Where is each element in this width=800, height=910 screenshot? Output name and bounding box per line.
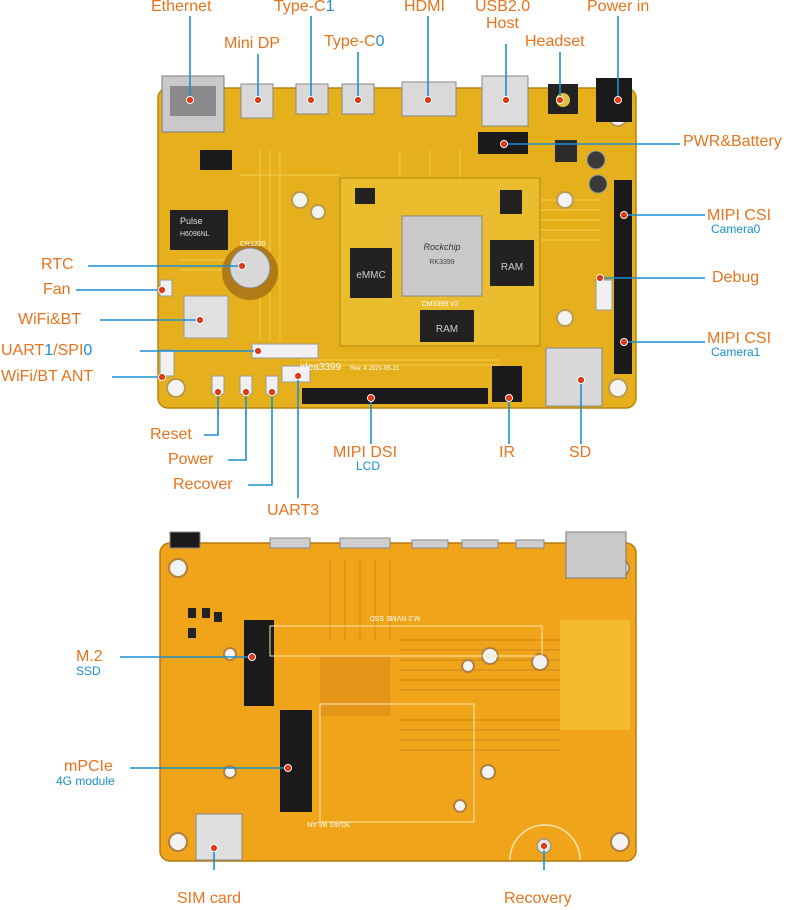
target-dots [158, 96, 628, 852]
label-uart-spi: UART1/SPI0 [1, 342, 93, 359]
label-ssd: SSD [76, 664, 101, 678]
label-mipi-csi-0: MIPI CSI [707, 207, 772, 224]
label-mini-dp: Mini DP [224, 35, 281, 52]
label-debug: Debug [712, 269, 760, 286]
soc-brand-text: Rockchip [423, 242, 460, 252]
label-wifi-bt-ant: WiFi/BT ANT [1, 368, 94, 385]
label-hdmi: HDMI [404, 0, 445, 15]
pulse-text: Pulse [180, 216, 203, 226]
top-board [157, 75, 637, 409]
pulse-part-text: H6096NL [180, 231, 210, 238]
wlan-text: 3G/4G WLAN [307, 820, 350, 827]
board-silkscreen: eMMC RAM RAM Rockchip RK3399 CM3399 V2 i… [180, 216, 523, 827]
ram-text-2: RAM [436, 324, 458, 335]
label-4g-module: 4G module [56, 774, 115, 788]
label-ir: IR [499, 444, 515, 461]
label-camera0: Camera0 [711, 222, 761, 236]
label-camera1: Camera1 [711, 345, 761, 359]
module-text: CM3399 V2 [422, 301, 459, 308]
label-power: Power [168, 451, 214, 468]
label-pwr-battery: PWR&Battery [683, 133, 782, 150]
rtc-cell-text: CR1220 [240, 241, 266, 248]
label-type-c1: Type-C1 [274, 0, 335, 15]
label-mipi-dsi: MIPI DSI [333, 444, 398, 461]
label-lcd: LCD [356, 459, 381, 473]
emmc-text: eMMC [356, 270, 385, 281]
label-mipi-csi-1: MIPI CSI [707, 330, 772, 347]
label-headset: Headset [525, 33, 585, 50]
label-rtc: RTC [41, 256, 74, 273]
soc-model-text: RK3399 [429, 259, 454, 266]
label-sim-card: SIM card [177, 890, 242, 907]
label-usb-host-a: USB2.0 [475, 0, 531, 15]
label-sd: SD [569, 444, 592, 461]
label-fan: Fan [43, 281, 71, 298]
ram-text-1: RAM [501, 262, 523, 273]
bottom-board [159, 531, 637, 862]
label-uart3: UART3 [267, 502, 320, 519]
label-usb-host-b: Host [486, 15, 519, 32]
label-ethernet: Ethernet [151, 0, 212, 15]
board-rev-text: Rev. 4 2021-05-21 [350, 366, 400, 372]
nvme-text: M.2 NVME SSD [370, 614, 420, 621]
label-reset: Reset [150, 426, 192, 443]
label-power-in: Power in [587, 0, 650, 15]
label-mpcie: mPCIe [64, 758, 113, 775]
label-wifi-bt: WiFi&BT [18, 311, 82, 328]
label-m2: M.2 [76, 648, 103, 665]
board-name-text: idea3399 [300, 362, 342, 373]
label-recover: Recover [173, 476, 233, 493]
label-type-c0: Type-C0 [324, 33, 385, 50]
label-recovery: Recovery [504, 890, 572, 907]
